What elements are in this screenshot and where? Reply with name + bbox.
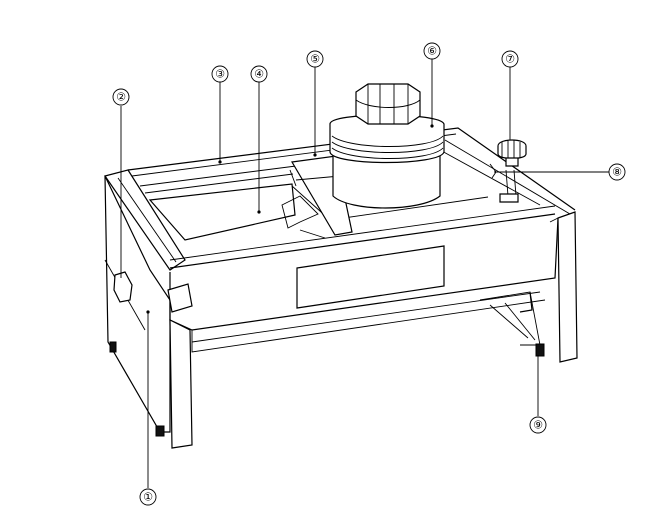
rear-rail (127, 127, 576, 218)
callout-6-label: ⑥ (427, 45, 437, 58)
callout-8-label: ⑧ (612, 166, 622, 179)
callout-2: ② (112, 88, 130, 106)
adjusting-screw (489, 139, 527, 203)
callout-5-label: ⑤ (310, 53, 320, 66)
callout-1: ① (139, 488, 157, 506)
loading-cylinder (329, 83, 445, 209)
feet (109, 341, 545, 437)
callout-7: ⑦ (501, 50, 519, 68)
callout-1-label: ① (143, 491, 153, 504)
callout-4-label: ④ (254, 68, 264, 81)
callout-3: ③ (211, 65, 229, 83)
callout-6: ⑥ (423, 42, 441, 60)
callout-7-label: ⑦ (505, 53, 515, 66)
leader-lines (120, 59, 609, 488)
callout-4: ④ (250, 65, 268, 83)
callout-5: ⑤ (306, 50, 324, 68)
callout-2-label: ② (116, 91, 126, 104)
callout-9-label: ⑨ (533, 419, 543, 432)
callout-3-label: ③ (215, 68, 225, 81)
callout-8: ⑧ (608, 163, 626, 181)
leader-dots (146, 124, 434, 314)
callout-9: ⑨ (529, 416, 547, 434)
